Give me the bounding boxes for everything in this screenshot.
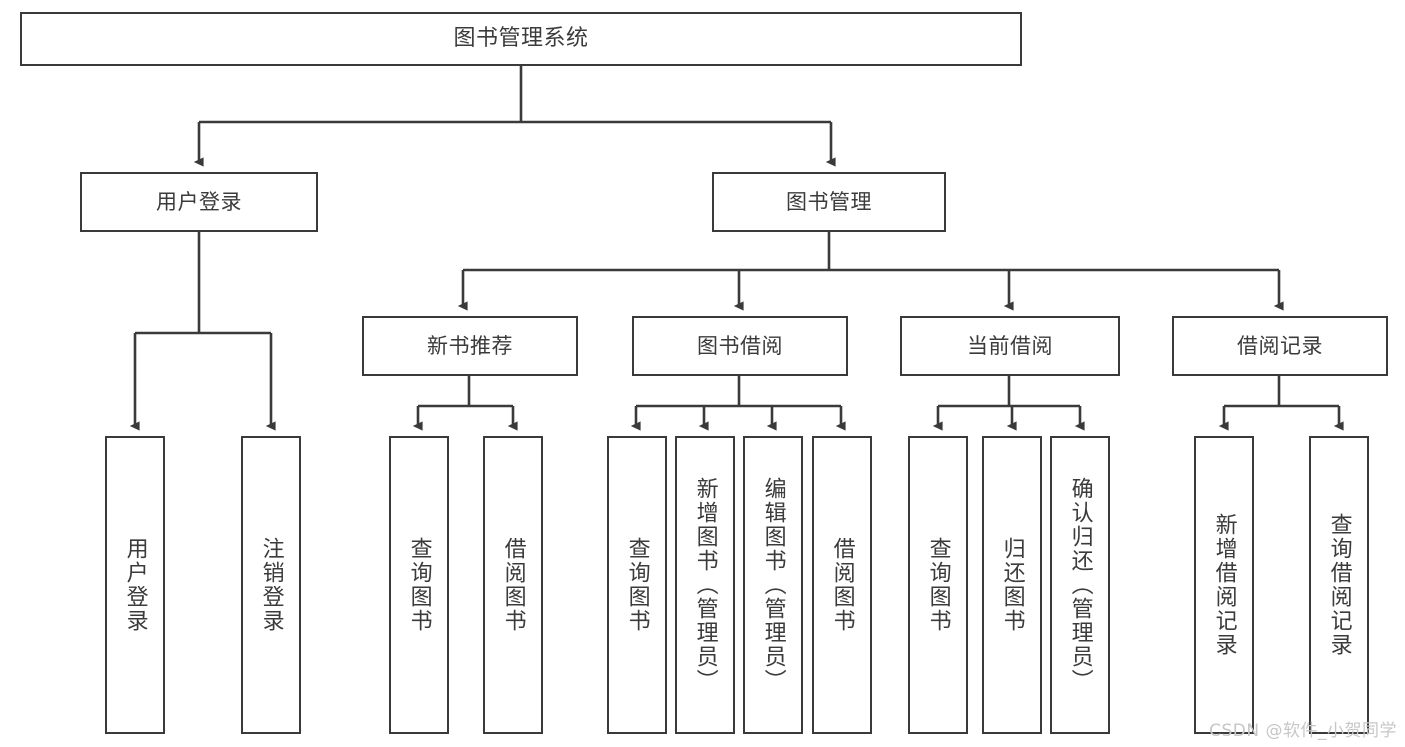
node-book-management[interactable]: 图书管理 [712, 172, 946, 232]
node-label: 图书管理 [786, 189, 872, 214]
node-label: 借阅图书 [500, 537, 526, 633]
node-user-login[interactable]: 用户登录 [80, 172, 318, 232]
leaf-user-login[interactable]: 用户登录 [105, 436, 165, 734]
node-label: 编辑图书（管理员） [760, 477, 786, 693]
node-label: 用户登录 [122, 537, 148, 633]
leaf-confirm-return-admin[interactable]: 确认归还（管理员） [1050, 436, 1110, 734]
node-label: 查询图书 [406, 537, 432, 633]
node-label: 用户登录 [156, 189, 242, 214]
node-label: 新书推荐 [427, 333, 513, 358]
leaf-borrow-book[interactable]: 借阅图书 [812, 436, 872, 734]
leaf-logout[interactable]: 注销登录 [241, 436, 301, 734]
node-label: 借阅记录 [1237, 333, 1323, 358]
node-label: 图书管理系统 [453, 26, 589, 52]
node-label: 归还图书 [999, 537, 1025, 633]
node-label: 借阅图书 [829, 537, 855, 633]
leaf-borrow-book-recommend[interactable]: 借阅图书 [483, 436, 543, 734]
node-label: 注销登录 [258, 537, 284, 633]
leaf-return-book[interactable]: 归还图书 [982, 436, 1042, 734]
node-label: 新增图书（管理员） [692, 477, 718, 693]
node-label: 查询图书 [925, 537, 951, 633]
leaf-query-book-borrow[interactable]: 查询图书 [607, 436, 667, 734]
node-book-borrow[interactable]: 图书借阅 [632, 316, 848, 376]
node-new-book-recommend[interactable]: 新书推荐 [362, 316, 578, 376]
leaf-edit-book-admin[interactable]: 编辑图书（管理员） [743, 436, 803, 734]
leaf-query-borrow-record[interactable]: 查询借阅记录 [1309, 436, 1369, 734]
node-label: 确认归还（管理员） [1067, 477, 1093, 693]
leaf-add-book-admin[interactable]: 新增图书（管理员） [675, 436, 735, 734]
leaf-query-book-current[interactable]: 查询图书 [908, 436, 968, 734]
node-label: 当前借阅 [967, 333, 1053, 358]
node-label: 查询借阅记录 [1326, 513, 1352, 657]
node-label: 查询图书 [624, 537, 650, 633]
node-root-book-management-system[interactable]: 图书管理系统 [20, 12, 1022, 66]
watermark-csdn: CSDN @软件_小贺同学 [1209, 721, 1397, 741]
node-current-borrow[interactable]: 当前借阅 [900, 316, 1120, 376]
leaf-add-borrow-record[interactable]: 新增借阅记录 [1194, 436, 1254, 734]
leaf-query-book-recommend[interactable]: 查询图书 [389, 436, 449, 734]
node-borrow-record[interactable]: 借阅记录 [1172, 316, 1388, 376]
node-label: 图书借阅 [697, 333, 783, 358]
node-label: 新增借阅记录 [1211, 513, 1237, 657]
